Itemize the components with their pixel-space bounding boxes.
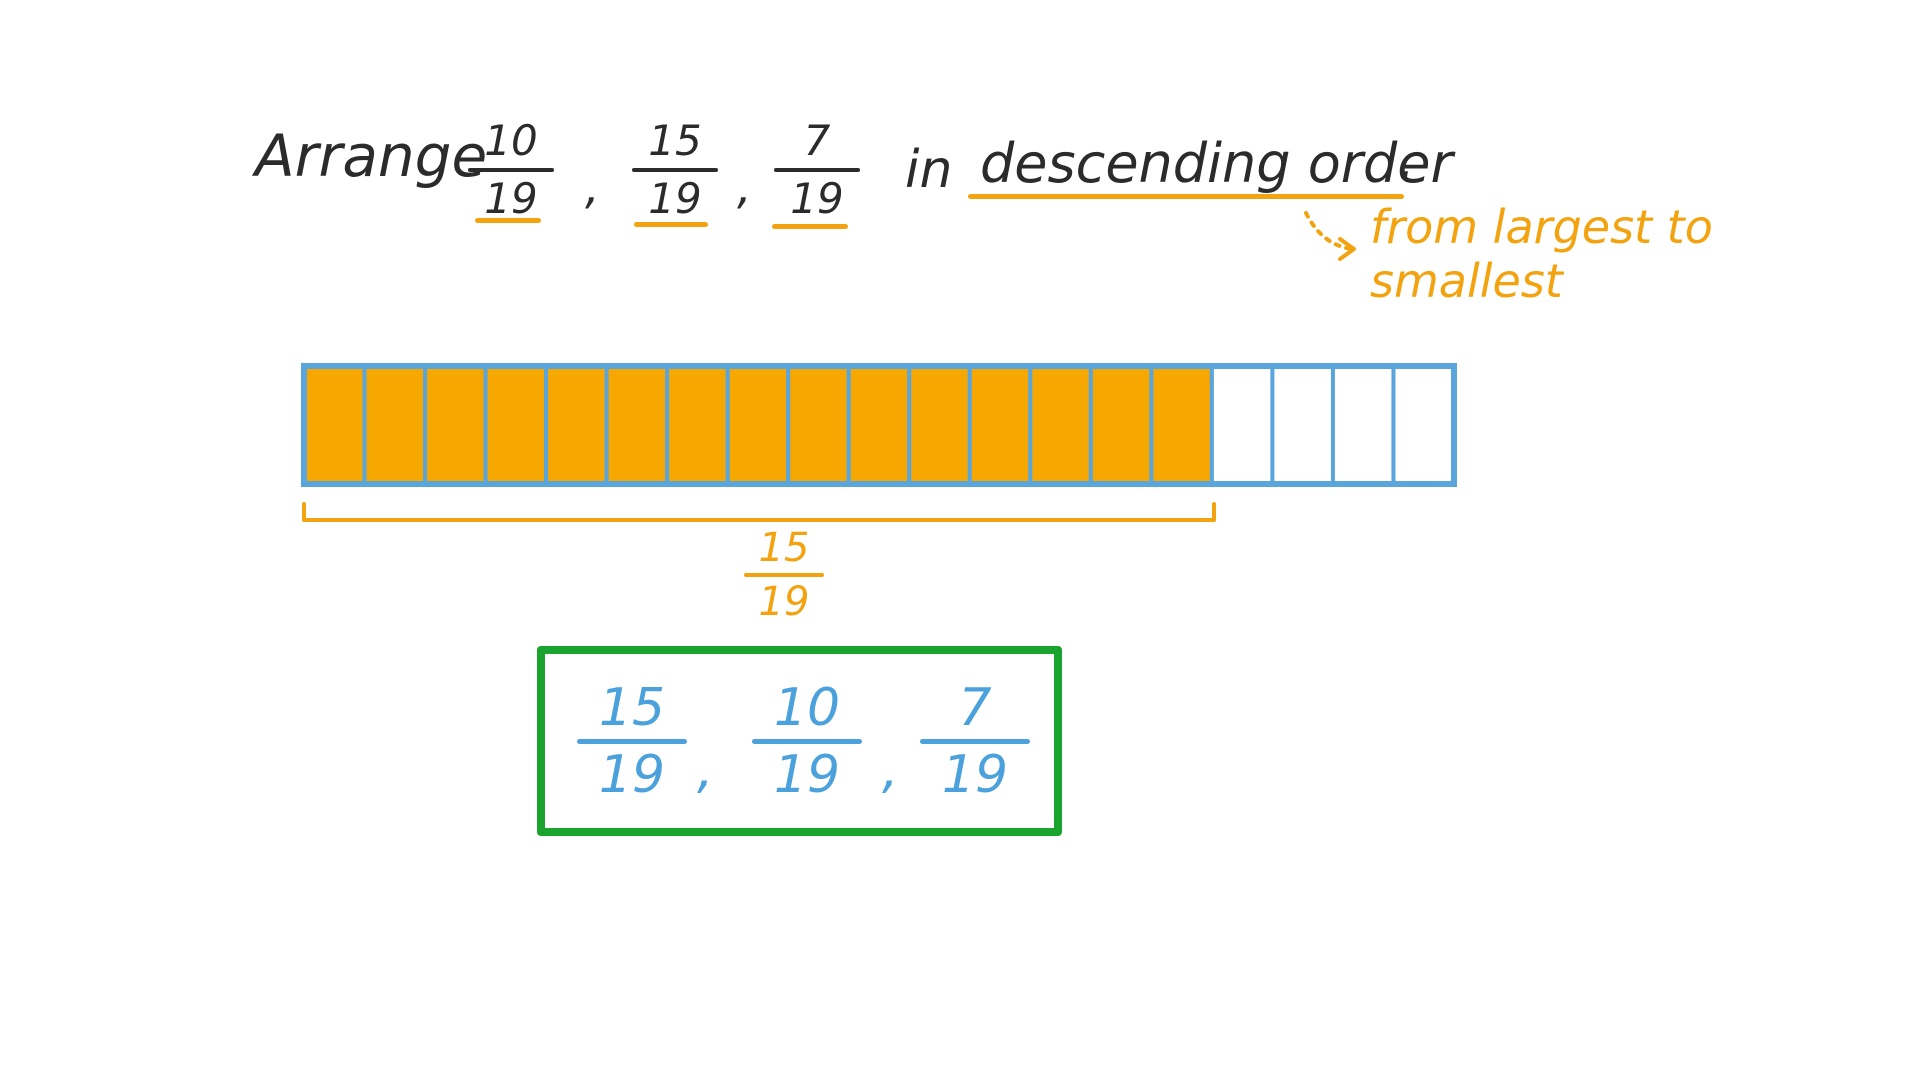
fraction-bar (577, 739, 687, 744)
shaded-part (725, 364, 791, 486)
dotted-arrow-icon (1304, 211, 1356, 261)
comma: , (585, 160, 600, 214)
shaded-part (1088, 364, 1154, 486)
bar-model (301, 363, 1457, 487)
answer-comma: , (882, 740, 899, 800)
answer-box (537, 646, 1062, 836)
shaded-part (423, 364, 488, 486)
fraction-bar (468, 168, 554, 172)
connector-word: in (905, 140, 953, 200)
descending-order-phrase: descending order (980, 132, 1453, 195)
annotation-note: from largest to smallest (1370, 200, 1713, 308)
shaded-part (1149, 364, 1214, 486)
shaded-part (604, 364, 670, 486)
unshaded-part (1270, 364, 1335, 486)
fraction-denominator: 19 (648, 174, 702, 223)
shaded-part (302, 364, 367, 486)
brace (302, 502, 1216, 522)
fraction-numerator: 10 (773, 678, 841, 738)
shaded-part (362, 364, 428, 486)
fraction-underline (772, 224, 848, 229)
brace-label-fraction: 15 19 (744, 526, 824, 624)
shaded-part (967, 364, 1033, 486)
fraction-denominator: 19 (758, 579, 810, 625)
fraction-bar (632, 168, 718, 172)
fraction-numerator: 10 (484, 116, 538, 165)
fraction-denominator: 19 (790, 174, 844, 223)
fraction-numerator: 15 (598, 678, 666, 738)
fraction-seven-nineteenths: 7 19 (774, 118, 860, 222)
shaded-part (846, 364, 912, 486)
shaded-part (786, 364, 851, 486)
fraction-denominator: 19 (941, 745, 1009, 805)
unshaded-part (1209, 364, 1275, 486)
fraction-numerator: 15 (648, 116, 702, 165)
answer-fraction-1: 15 19 (577, 680, 687, 803)
phrase-underline (968, 194, 1404, 199)
unshaded-part (1330, 364, 1396, 486)
fraction-bar (920, 739, 1030, 744)
comma: , (737, 160, 752, 214)
fraction-numerator: 7 (958, 678, 992, 738)
instruction-verb: Arrange (255, 122, 488, 190)
fraction-numerator: 15 (758, 525, 810, 571)
answer-fraction-2: 10 19 (752, 680, 862, 803)
shaded-part (907, 364, 972, 486)
fraction-ten-nineteenths: 10 19 (468, 118, 554, 222)
fraction-bar (752, 739, 862, 744)
shaded-part (1028, 364, 1093, 486)
fraction-bar (774, 168, 860, 172)
fraction-denominator: 19 (598, 745, 666, 805)
shaded-part (483, 364, 549, 486)
fraction-numerator: 7 (803, 116, 831, 165)
period: . (1398, 128, 1416, 191)
fraction-underline (475, 218, 541, 223)
shaded-part (665, 364, 730, 486)
fraction-denominator: 19 (773, 745, 841, 805)
answer-fraction-3: 7 19 (920, 680, 1030, 803)
fraction-underline (634, 222, 708, 227)
fraction-denominator: 19 (484, 174, 538, 223)
bar-outline (301, 363, 1457, 487)
unshaded-part (1391, 364, 1456, 486)
fraction-fifteen-nineteenths: 15 19 (632, 118, 718, 222)
fraction-bar (744, 573, 824, 577)
shaded-part (544, 364, 609, 486)
answer-comma: , (697, 740, 714, 800)
